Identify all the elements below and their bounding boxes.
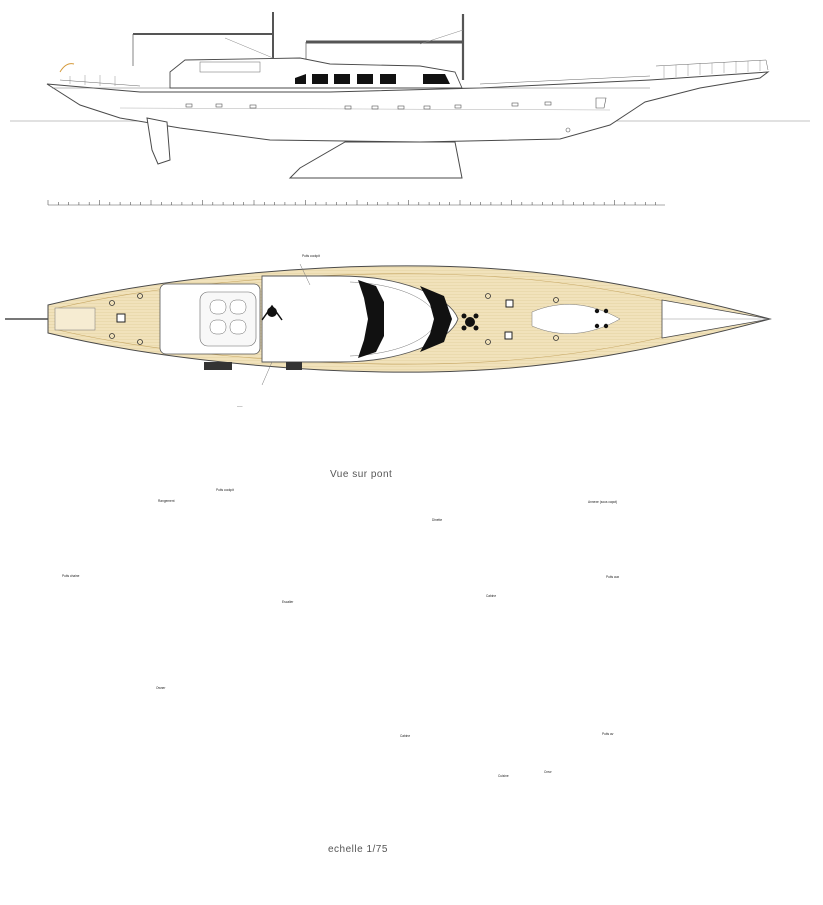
callout-lower-cabin: Cabine bbox=[400, 734, 411, 738]
deckhouse-roof bbox=[261, 275, 459, 363]
callout-forward-locker: Puits aux bbox=[606, 575, 620, 579]
callout-gear-locker: Rangement bbox=[158, 499, 175, 503]
callout-deckhouse: Dinette bbox=[432, 518, 443, 522]
boarding-ladder bbox=[204, 362, 232, 370]
rudder bbox=[146, 117, 171, 165]
callout-lower-gallery: Cuisine bbox=[498, 774, 509, 778]
windshield-fwd bbox=[420, 286, 452, 352]
deckhouse-windows bbox=[295, 74, 450, 84]
callout-lower-crew: Crew bbox=[544, 770, 552, 774]
callout-cockpit-mid: Puits cockpit bbox=[216, 488, 234, 492]
callout-anchor-chain: Puits chaine bbox=[62, 574, 80, 578]
callout-lower-owner: Owner bbox=[156, 686, 166, 690]
deck-plan-view-upper: –– bbox=[5, 263, 772, 410]
callout-stair: Escalier bbox=[282, 600, 294, 604]
scale-ruler-1 bbox=[47, 200, 665, 206]
windshield-aft bbox=[358, 280, 384, 358]
scale-caption: echelle 1/75 bbox=[328, 844, 388, 855]
callout-lower-fore: Puits av bbox=[602, 732, 614, 736]
hull-portholes bbox=[185, 97, 607, 110]
deck-view-caption: Vue sur pont bbox=[330, 469, 393, 480]
svg-text:––: –– bbox=[237, 404, 243, 410]
callout-guest-mid: Cabine bbox=[486, 594, 497, 598]
main-mast-plan bbox=[261, 304, 283, 321]
callout-forward-hatch: Annexe (sous capot) bbox=[588, 500, 618, 504]
keel bbox=[288, 141, 463, 179]
callout-cockpit-top: Puits cockpit bbox=[302, 254, 320, 258]
side-profile-view bbox=[10, 12, 810, 179]
mizzen-mast-plan bbox=[461, 313, 479, 331]
